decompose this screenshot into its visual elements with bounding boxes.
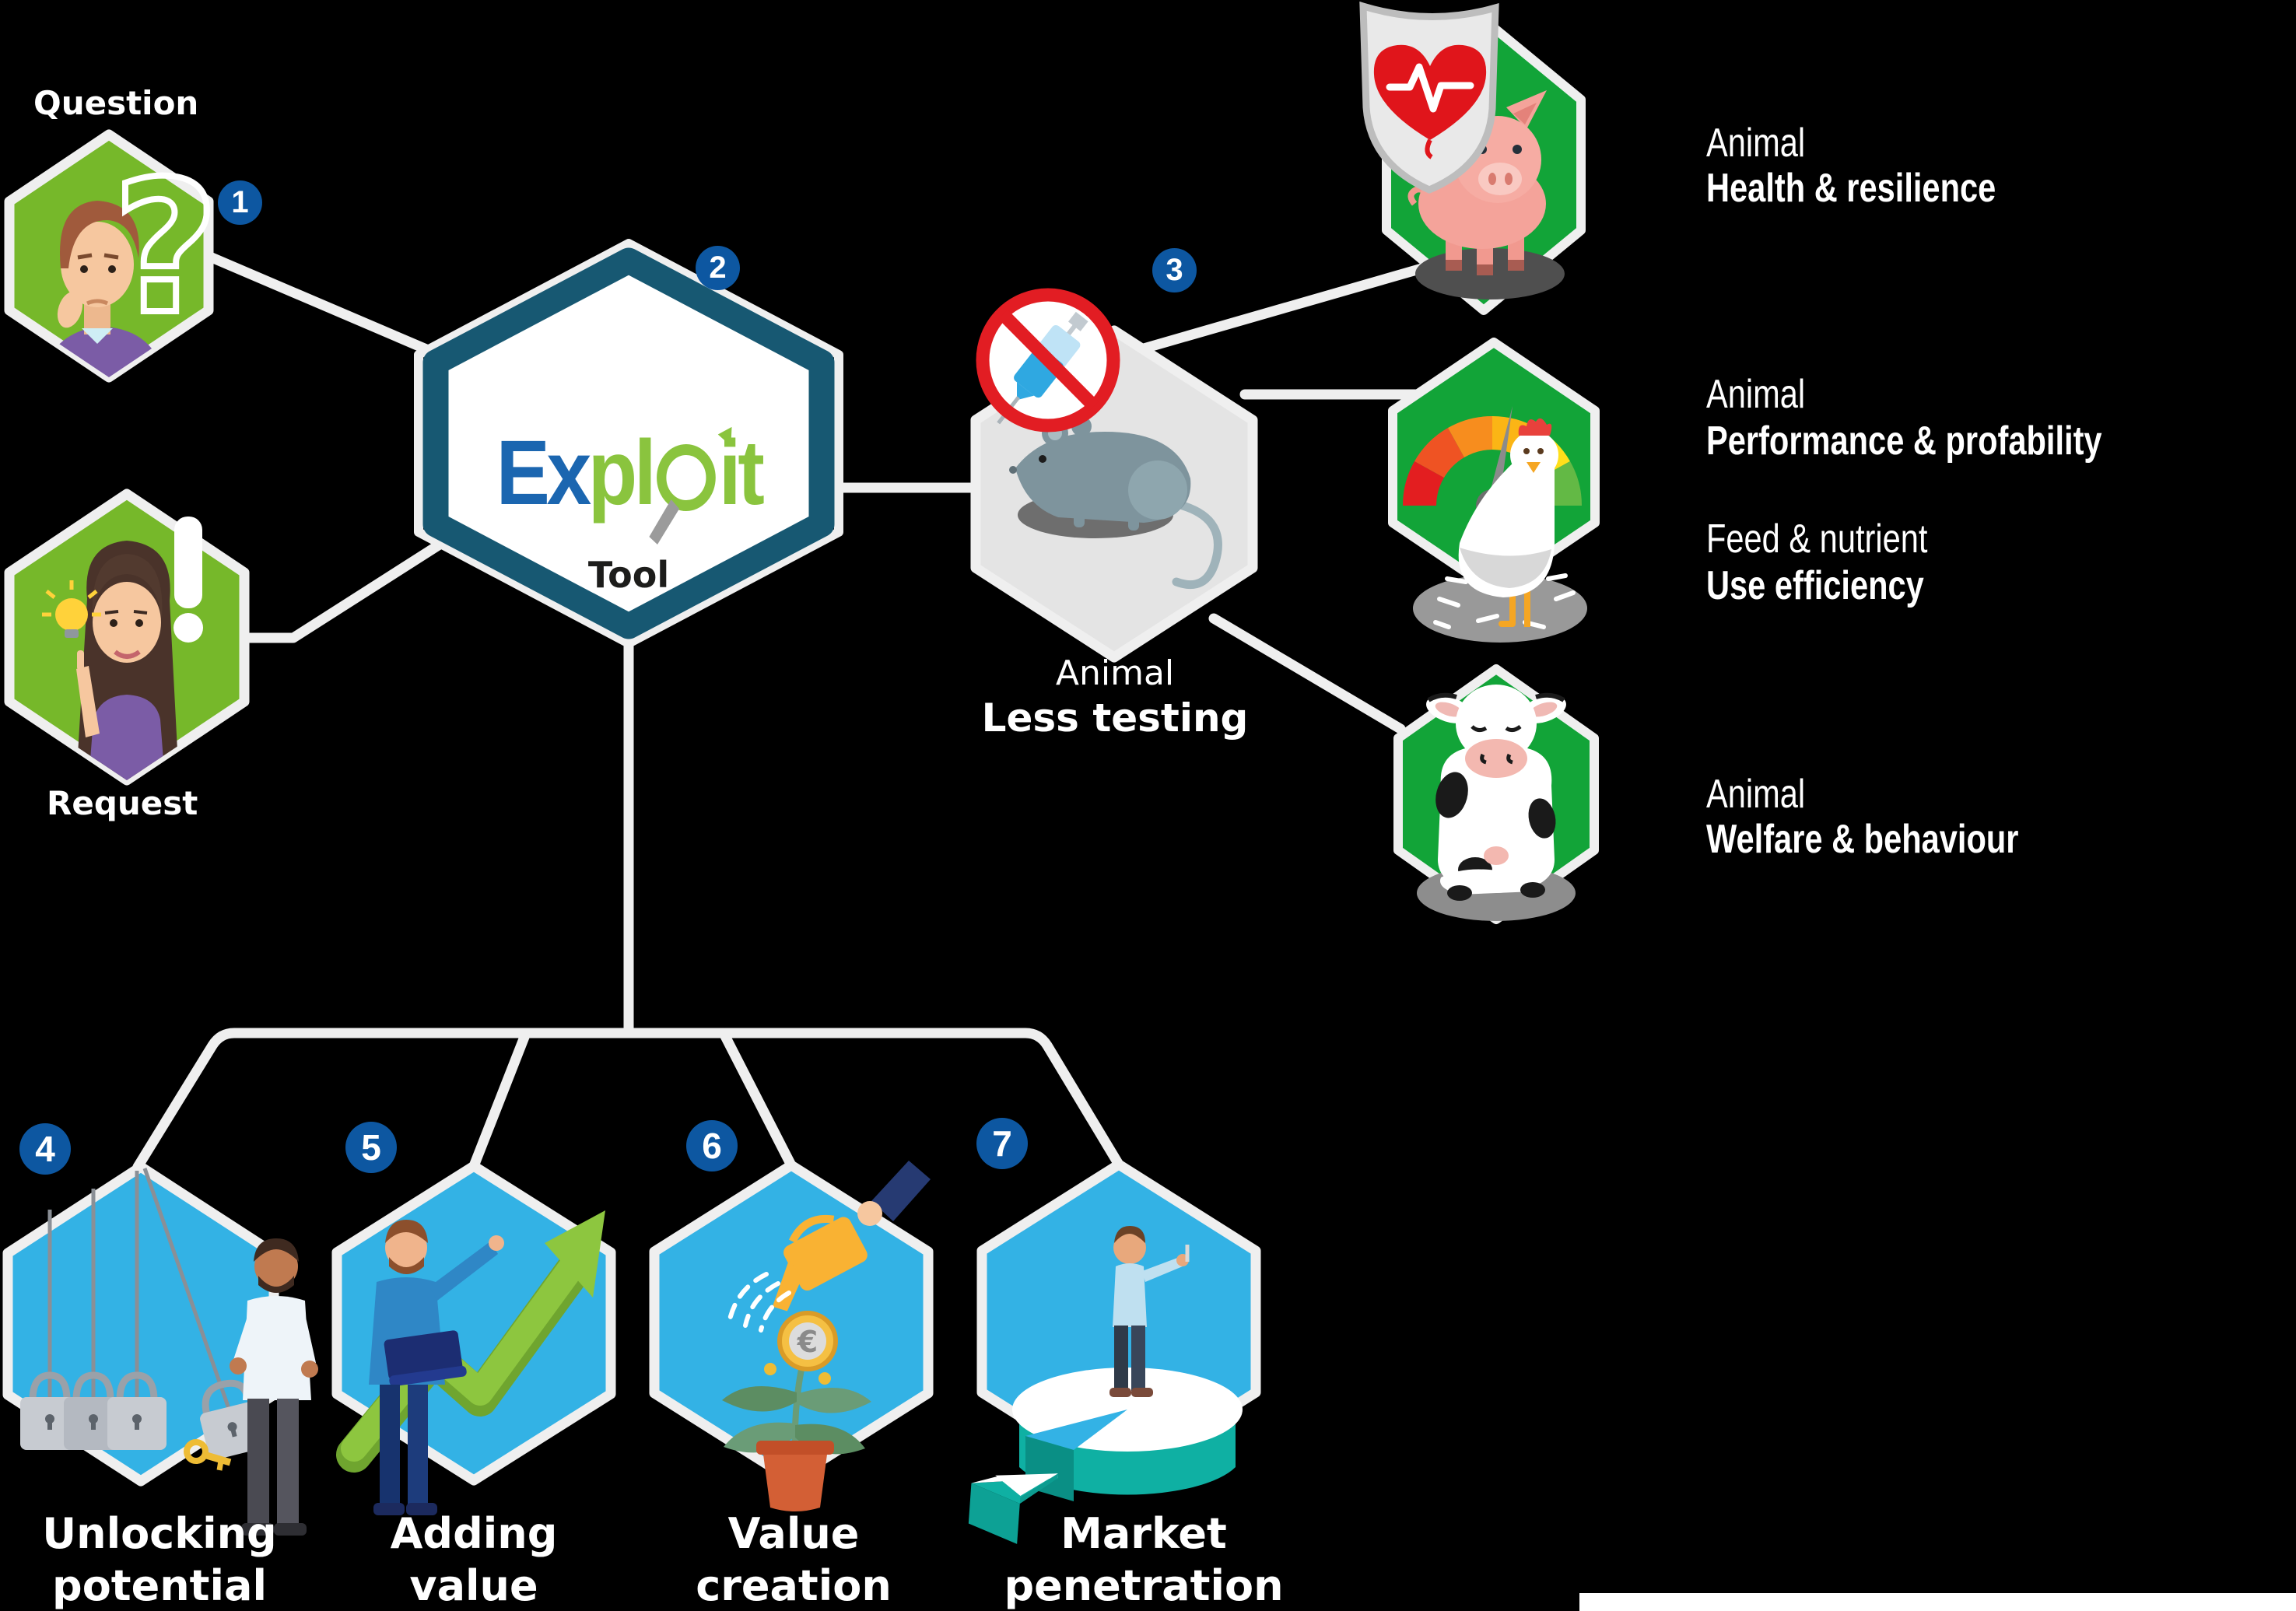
market-penetration-hexagon (968, 1159, 1261, 1544)
welfare-label-line2: Welfare & behaviour (1706, 817, 2019, 862)
step-badge-4: 4 (19, 1123, 71, 1175)
tool-caption: Tool (587, 554, 670, 596)
chicken-icon (1413, 418, 1587, 643)
lightbulb-icon (42, 580, 101, 638)
idea-woman-icon (42, 541, 179, 780)
adding-line1: Adding (390, 1509, 558, 1558)
standing-man-icon (1109, 1226, 1190, 1397)
connector-lines (132, 250, 1435, 1172)
unlocking-label: Unlocking potential (42, 1508, 276, 1611)
welfare-hexagon (1393, 664, 1599, 924)
presenting-man-icon (369, 1220, 504, 1515)
step-badge-2: 2 (696, 246, 740, 290)
step-badge-7: 7 (976, 1118, 1028, 1169)
meditating-cow-icon (1417, 685, 1576, 921)
market-penetration-label: Market penetration (1004, 1508, 1283, 1611)
euro-glyph: € (797, 1325, 818, 1359)
bottom-right-white-strip (1579, 1593, 2296, 1611)
less-testing-label: Animal Less testing (982, 652, 1249, 741)
health-label-line2: Health & resilience (1706, 166, 1996, 211)
feed-label-line2: Use efficiency (1706, 563, 1924, 608)
value-line1: Value (727, 1509, 860, 1558)
question-mark-glyph: ? (113, 142, 219, 355)
performance-label-line1: Animal (1706, 372, 1806, 417)
step-badge-6: 6 (686, 1120, 738, 1171)
exploit-logo-it: it (718, 422, 765, 524)
feed-label-line1: Feed & nutrient (1706, 517, 1928, 562)
shield-heart-icon (1359, 1, 1499, 194)
unlocking-line1: Unlocking (42, 1509, 277, 1558)
exploit-logo-pl: pl (587, 422, 657, 524)
less-testing-line1: Animal (1055, 653, 1175, 693)
step-badge-1: 1 (218, 180, 262, 225)
pie-chart-icon (968, 1368, 1243, 1544)
adding-value-hexagon (331, 1161, 616, 1515)
performance-label-line2: Performance & profability (1706, 419, 2102, 464)
request-label: Request (47, 784, 198, 822)
exploit-tool-hexagon (414, 239, 843, 648)
key-icon (184, 1439, 232, 1471)
health-hexagon (1359, 1, 1586, 315)
adding-line2: value (409, 1561, 538, 1610)
adding-value-label: Adding value (391, 1508, 558, 1611)
step-badge-3: 3 (1152, 248, 1197, 292)
step-badge-5: 5 (345, 1122, 397, 1173)
welfare-label-line1: Animal (1706, 772, 1806, 817)
health-label-line1: Animal (1706, 121, 1806, 166)
market-line2: penetration (1004, 1561, 1284, 1610)
no-syringe-prohibition-icon (976, 288, 1120, 433)
request-hexagon (4, 489, 250, 786)
magnifier-icon (649, 444, 716, 545)
padlocks-unlocking-icon (20, 1168, 267, 1471)
unlocking-hexagon (2, 1161, 318, 1536)
less-testing-hexagon (970, 288, 1258, 663)
less-testing-line2: Less testing (981, 695, 1249, 741)
unlocking-line2: potential (52, 1561, 267, 1610)
exclamation-glyph (174, 517, 203, 643)
value-creation-hexagon: € (649, 1160, 934, 1511)
watering-coin-plant-icon: € (722, 1161, 931, 1511)
unlocking-man-icon (230, 1238, 318, 1536)
lab-mouse-icon (1009, 416, 1222, 590)
market-line1: Market (1060, 1509, 1227, 1558)
exploit-logo-ex: Ex (496, 422, 592, 524)
value-creation-label: Value creation (696, 1508, 892, 1611)
question-label: Question (33, 84, 199, 122)
performance-hexagon (1388, 338, 1600, 643)
value-line2: creation (696, 1561, 892, 1610)
questioning-man-icon (39, 201, 167, 377)
question-hexagon: ? (4, 129, 222, 383)
